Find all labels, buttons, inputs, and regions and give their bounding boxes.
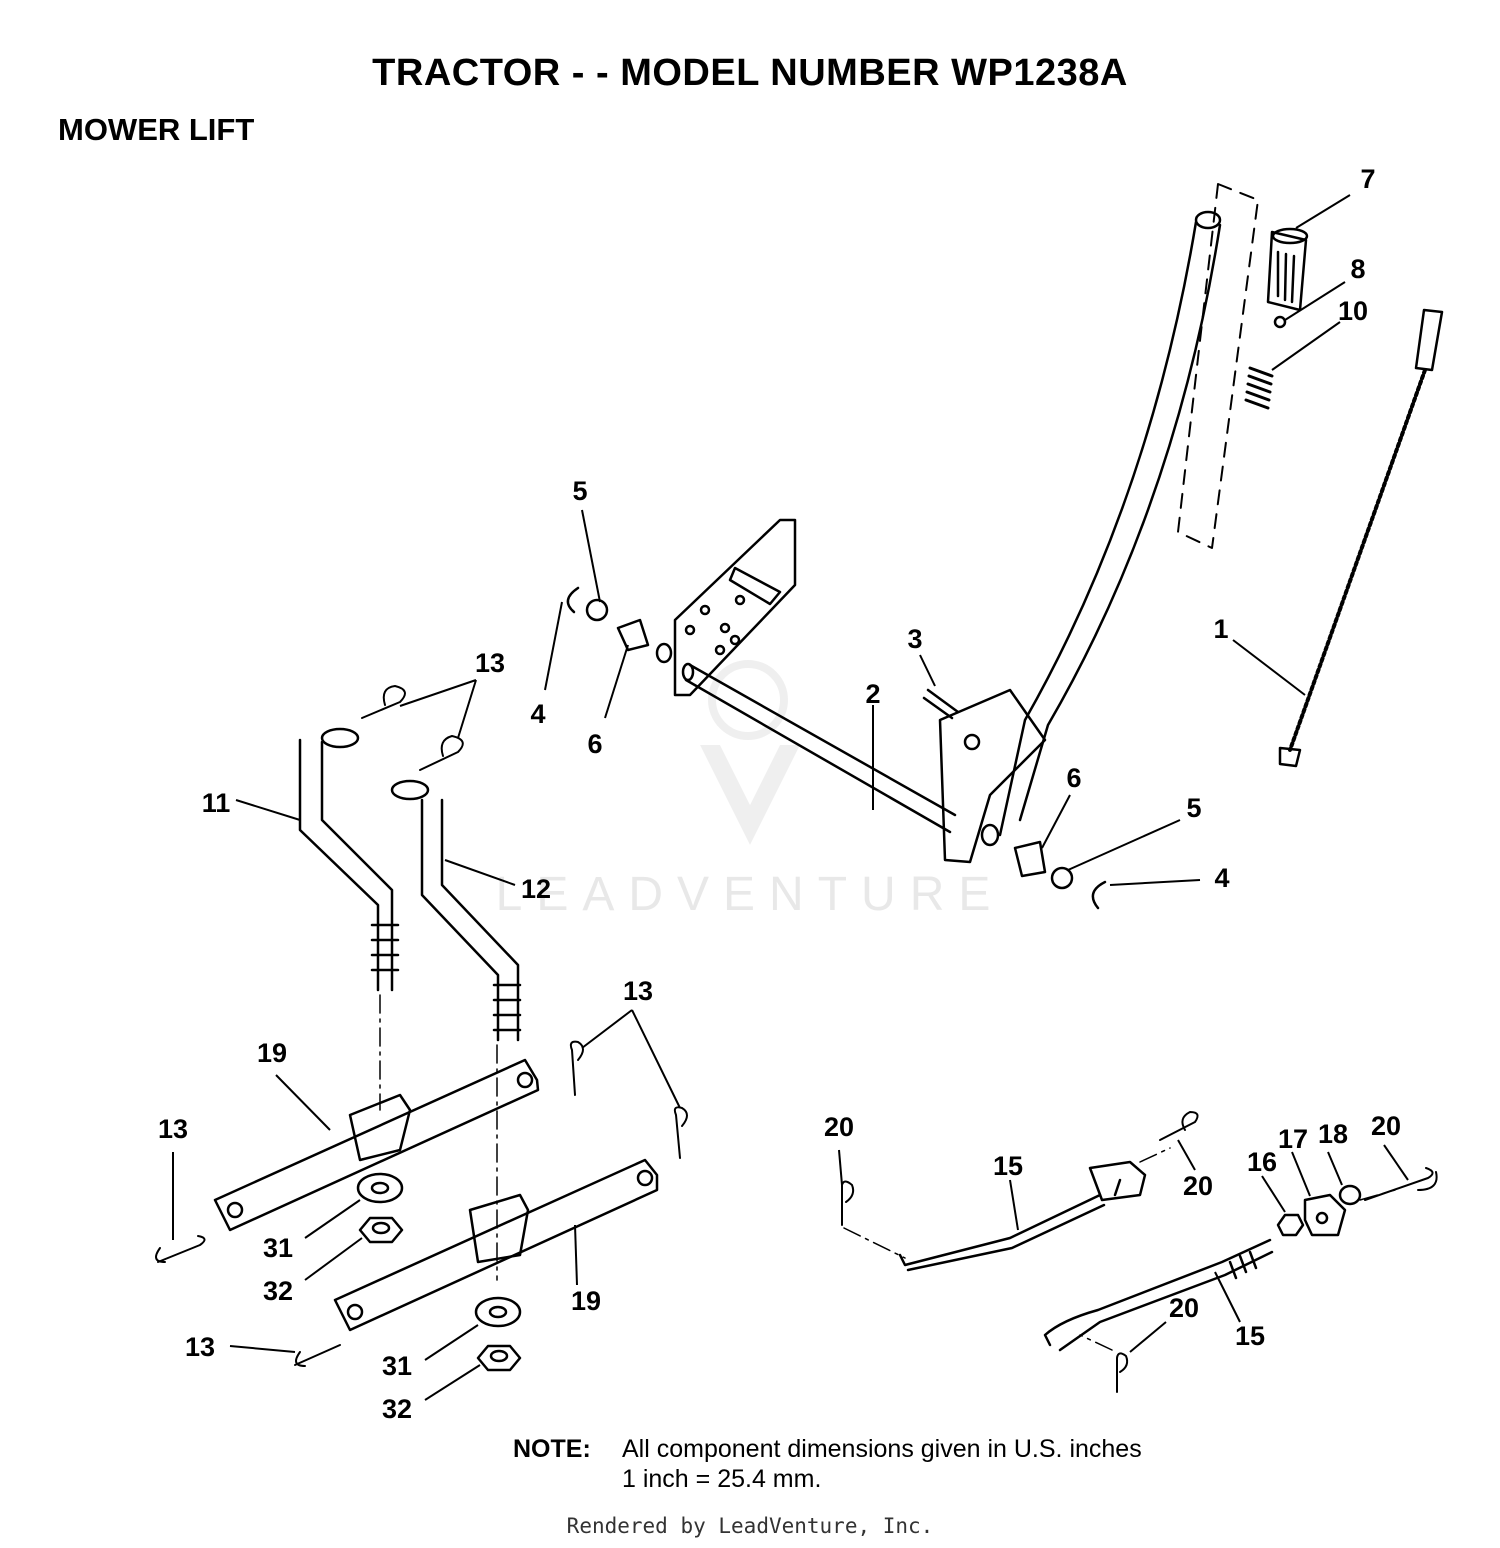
- callout-6-left: 6: [587, 729, 602, 759]
- callout-5-left: 5: [572, 476, 587, 506]
- callout-10: 10: [1338, 296, 1368, 326]
- callout-1: 1: [1213, 614, 1228, 644]
- callout-19-lower: 19: [571, 1286, 601, 1316]
- left-shaft-parts: [566, 586, 673, 664]
- callout-31-lower: 31: [382, 1351, 412, 1381]
- section-subtitle: MOWER LIFT: [58, 112, 255, 147]
- handle-grip: [1266, 227, 1309, 312]
- callout-12: 12: [521, 874, 551, 904]
- nut-18: [1338, 1184, 1362, 1206]
- callout-13-top: 13: [475, 648, 505, 678]
- washer-31-lower: [474, 1296, 522, 1328]
- rod-15-upper: [898, 1160, 1147, 1272]
- callout-labels: 7 8 10 1 5 4 6 3 2 6 5 4 13 11 12 13 19 …: [158, 164, 1401, 1424]
- callout-19-upper: 19: [257, 1038, 287, 1068]
- washer-31-upper: [356, 1172, 404, 1204]
- callout-32-lower: 32: [382, 1394, 412, 1424]
- callout-20-right: 20: [1371, 1111, 1401, 1141]
- callout-4-right: 4: [1214, 863, 1229, 893]
- callout-15-lower: 15: [1235, 1321, 1265, 1351]
- watermark-text: LEADVENTURE: [496, 868, 1005, 921]
- callout-5-right: 5: [1186, 793, 1201, 823]
- link-12: [390, 779, 522, 1042]
- lift-arm-lower: [333, 1158, 659, 1332]
- callout-6-right: 6: [1066, 763, 1081, 793]
- callout-3: 3: [907, 624, 922, 654]
- lift-lever: [681, 210, 1222, 864]
- callout-4-left: 4: [530, 699, 545, 729]
- watermark: LEADVENTURE: [496, 660, 1005, 921]
- callout-20-bottom: 20: [1169, 1293, 1199, 1323]
- callout-2: 2: [865, 679, 880, 709]
- leader-lines: [172, 194, 1409, 1401]
- callout-13-bottom: 13: [185, 1332, 215, 1362]
- pin-3: [922, 688, 960, 720]
- block-17: [1303, 1193, 1347, 1237]
- nut-16: [1276, 1213, 1305, 1237]
- callout-17: 17: [1278, 1124, 1308, 1154]
- callout-13-middle: 13: [623, 976, 653, 1006]
- link-11: [298, 727, 400, 992]
- page-title: TRACTOR - - MODEL NUMBER WP1238A: [372, 52, 1128, 94]
- note-line-1: All component dimensions given in U.S. i…: [622, 1435, 1142, 1463]
- footer-credit: Rendered by LeadVenture, Inc.: [566, 1514, 934, 1538]
- centerlines: [379, 994, 1396, 1351]
- spring-10: [1244, 366, 1274, 410]
- mounting-plate: [673, 518, 797, 697]
- callout-20-left: 20: [824, 1112, 854, 1142]
- note-line-2: 1 inch = 25.4 mm.: [622, 1465, 822, 1493]
- nut-32-upper: [358, 1216, 404, 1244]
- callout-15-upper: 15: [993, 1151, 1023, 1181]
- hairpin-clips-20: [841, 1111, 1438, 1393]
- note-label: NOTE:: [513, 1435, 591, 1463]
- callout-8: 8: [1350, 254, 1365, 284]
- nut-32-lower: [476, 1344, 522, 1372]
- callout-16: 16: [1247, 1147, 1277, 1177]
- lift-arm-upper: [213, 1058, 540, 1232]
- callout-13-left: 13: [158, 1114, 188, 1144]
- callout-7: 7: [1360, 164, 1375, 194]
- callout-18: 18: [1318, 1119, 1348, 1149]
- callout-20-mid: 20: [1183, 1171, 1213, 1201]
- part-8: [1273, 315, 1287, 329]
- callout-32-upper: 32: [263, 1276, 293, 1306]
- handle-dashed-outline: [1177, 183, 1259, 549]
- right-shaft-parts: [980, 823, 1107, 910]
- callout-31-upper: 31: [263, 1233, 293, 1263]
- callout-11: 11: [202, 788, 231, 818]
- cable-rod-1: [1278, 308, 1444, 768]
- hairpin-clips-13: [155, 685, 688, 1367]
- rod-15-lower: [1043, 1238, 1274, 1352]
